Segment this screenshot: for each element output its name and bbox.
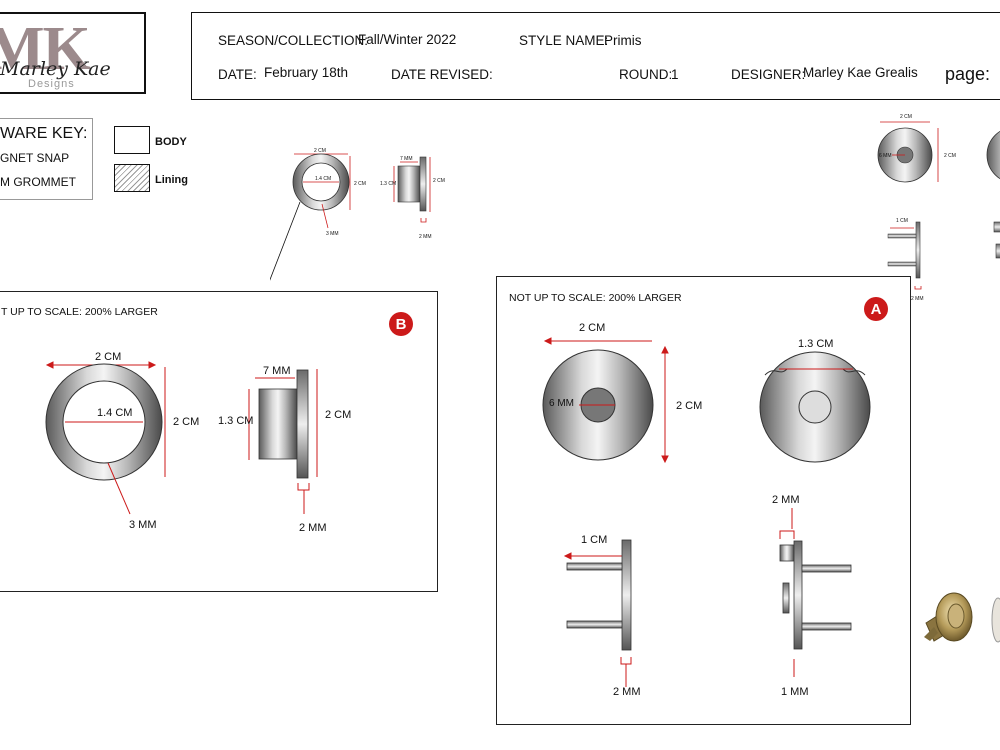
- snap-small-height: 2 CM: [944, 153, 956, 159]
- panel-grommet-detail: T UP TO SCALE: 200% LARGER B 2 CM 1.4 CM…: [0, 291, 438, 592]
- snap-large-hole-size: 6 MM: [549, 398, 574, 409]
- grommet-large-outer-width: 2 CM: [95, 351, 121, 363]
- snap-small-diagram: 2 CM 6 MM 2 CM 1 CM 2 MM: [877, 114, 1000, 302]
- hardware-key-title: WARE KEY:: [0, 125, 88, 142]
- hardware-key-item: GNET SNAP: [0, 151, 70, 165]
- grommet-small-height: 2 CM: [354, 181, 366, 187]
- snap-small-prong: 1 CM: [896, 218, 908, 224]
- brand-logo: MK Marley Kae Designs: [0, 12, 146, 94]
- magnetic-snap-photo: [924, 592, 1000, 643]
- grommet-large-outer-height: 2 CM: [173, 416, 199, 428]
- snap-large-prong-length: 1 CM: [581, 534, 607, 546]
- season-value: Fall/Winter 2022: [358, 32, 457, 47]
- grommet-small-diagram: 2 CM 1.4 CM 2 CM 3 MM 7 MM 1.3 CM 2 CM 2…: [270, 148, 445, 281]
- snap-large-disc-width: 2 CM: [579, 322, 605, 334]
- hardware-key-item: M GROMMET: [0, 175, 76, 189]
- grommet-large-inner-width: 1.4 CM: [97, 407, 132, 419]
- grommet-large-ring-width: 3 MM: [129, 519, 157, 531]
- grommet-small-thickness: 2 MM: [419, 234, 432, 240]
- lining-swatch: [114, 164, 150, 192]
- snap-large-base-thickness: 1 MM: [781, 686, 809, 698]
- grommet-small-side-height: 1.3 CM: [380, 181, 396, 187]
- grommet-large-diagram: 2 CM 1.4 CM 2 CM 3 MM 7 MM 1.3 CM 2 CM 2…: [45, 351, 351, 534]
- logo-subtitle: Designs: [28, 78, 75, 90]
- lining-swatch-label: Lining: [155, 174, 188, 186]
- snap-large-back-width: 1.3 CM: [798, 338, 833, 350]
- designer-label: DESIGNER:: [731, 67, 806, 82]
- logo-monogram: MK: [0, 15, 91, 83]
- panel-b-scale-note: T UP TO SCALE: 200% LARGER: [1, 306, 158, 318]
- snap-large-disc-height: 2 CM: [676, 400, 702, 412]
- snap-small-hole: 6 MM: [879, 153, 892, 159]
- date-value: February 18th: [264, 65, 349, 80]
- body-swatch-label: BODY: [155, 136, 187, 148]
- grommet-small-depth: 7 MM: [400, 156, 413, 162]
- date-revised-label: DATE REVISED:: [391, 67, 493, 82]
- callout-line: [270, 201, 301, 281]
- round-value: 1: [671, 67, 679, 82]
- round-label: ROUND:: [619, 67, 673, 82]
- date-label: DATE:: [218, 67, 257, 82]
- designer-value: Marley Kae Grealis: [803, 65, 918, 80]
- panel-b-badge: B: [389, 312, 413, 336]
- season-label: SEASON/COLLECTION:: [218, 33, 369, 48]
- snap-small-width: 2 CM: [900, 114, 912, 120]
- snap-large-cap-thickness: 2 MM: [772, 494, 800, 506]
- grommet-small-side-total: 2 CM: [433, 178, 445, 184]
- snap-small-thickness: 2 MM: [911, 296, 924, 302]
- snap-large-plate-thickness: 2 MM: [613, 686, 641, 698]
- panel-a-badge: A: [864, 297, 888, 321]
- grommet-large-side-total: 2 CM: [325, 409, 351, 421]
- panel-snap-detail: NOT UP TO SCALE: 200% LARGER A 2 CM 6 MM…: [496, 276, 911, 725]
- grommet-small-inner: 1.4 CM: [315, 176, 331, 182]
- grommet-large-side-thickness: 2 MM: [299, 522, 327, 534]
- style-value: Primis: [604, 33, 642, 48]
- hardware-key: WARE KEY: GNET SNAP M GROMMET: [0, 118, 93, 200]
- grommet-small-width: 2 CM: [314, 148, 326, 154]
- panel-a-scale-note: NOT UP TO SCALE: 200% LARGER: [509, 292, 682, 304]
- grommet-large-side-height: 1.3 CM: [218, 415, 253, 427]
- body-swatch: [114, 126, 150, 154]
- page-label: page:: [945, 64, 991, 84]
- logo-script: Marley Kae: [0, 58, 111, 80]
- style-label: STYLE NAME:: [519, 33, 609, 48]
- grommet-small-ring-width: 3 MM: [326, 231, 339, 237]
- snap-large-diagram: 2 CM 6 MM 2 CM 1.3 CM 1 CM 2 MM 2 MM 1 M: [542, 322, 871, 698]
- spec-header: SEASON/COLLECTION: Fall/Winter 2022 STYL…: [191, 12, 1000, 100]
- grommet-large-side-depth: 7 MM: [263, 365, 291, 377]
